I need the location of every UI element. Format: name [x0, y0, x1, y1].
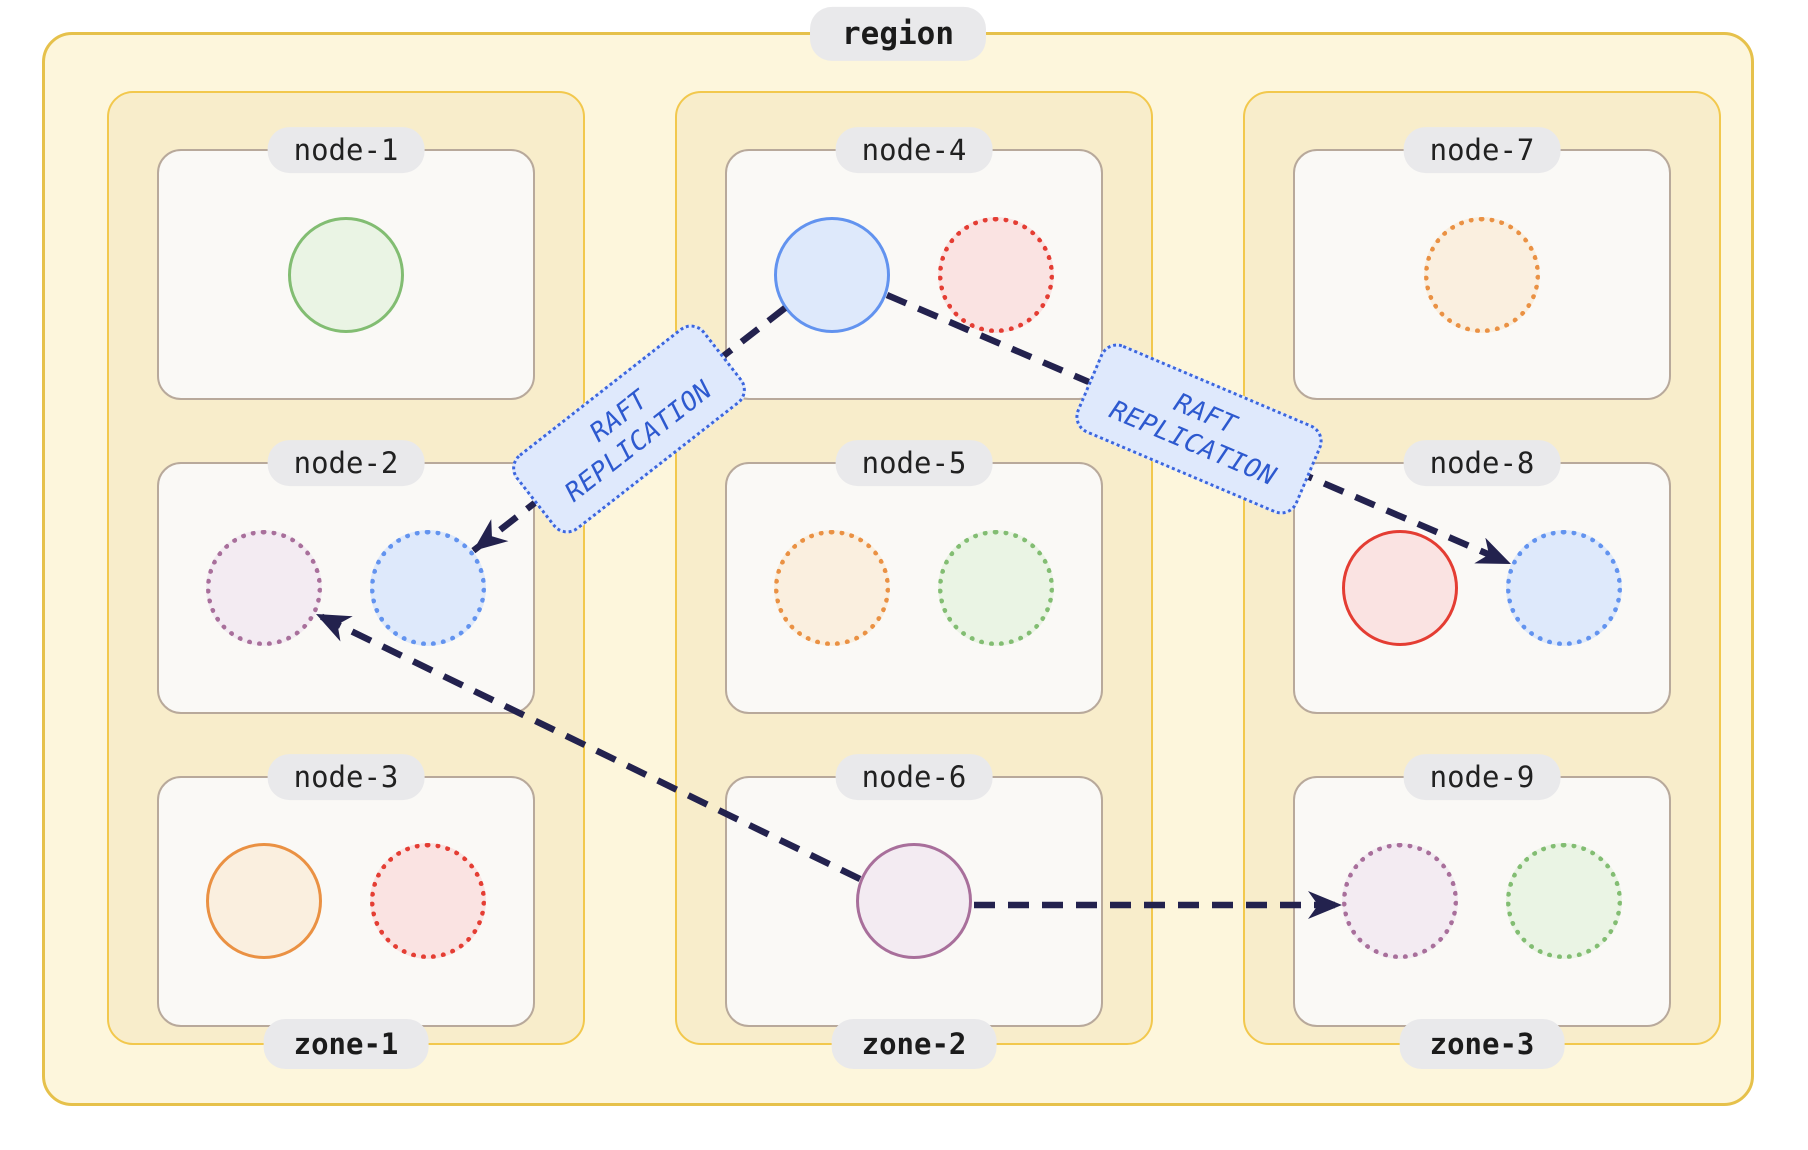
zone-2-nodes: node-4 node-5 node-6	[725, 127, 1103, 1027]
replica-circle	[206, 529, 322, 646]
replica-circle	[774, 529, 890, 646]
node-5-box: node-5	[725, 440, 1103, 714]
node-1-box: node-1	[157, 127, 535, 401]
node-2-label: node-2	[267, 440, 425, 487]
zone-2-box: node-4 node-5 node-6	[675, 91, 1153, 1069]
replica-circle	[1342, 843, 1458, 960]
node-1-replicas	[159, 151, 533, 398]
node-6-replicas	[727, 778, 1101, 1025]
zone-2-label: zone-2	[831, 1019, 997, 1069]
replica-circle	[1506, 529, 1622, 646]
node-6-label: node-6	[835, 753, 993, 800]
region-label: region	[810, 6, 986, 61]
node-5-replicas	[727, 464, 1101, 711]
replica-circle	[1506, 843, 1622, 960]
zone-3-label: zone-3	[1399, 1019, 1565, 1069]
replica-circle	[856, 843, 972, 960]
region-box: node-1 node-2 node-3	[42, 6, 1754, 1106]
node-2-box: node-2	[157, 440, 535, 714]
node-4-box: node-4	[725, 127, 1103, 401]
node-4-label: node-4	[835, 127, 993, 174]
replica-circle	[1424, 216, 1540, 333]
replica-circle	[938, 529, 1054, 646]
replica-circle	[370, 529, 486, 646]
node-8-label: node-8	[1403, 440, 1561, 487]
node-8-replicas	[1295, 464, 1669, 711]
zones-row: node-1 node-2 node-3	[107, 91, 1721, 1069]
replica-circle	[774, 216, 890, 333]
node-9-label: node-9	[1403, 753, 1561, 800]
zone-3-nodes: node-7 node-8 node-9	[1293, 127, 1671, 1027]
node-7-box: node-7	[1293, 127, 1671, 401]
node-3-label: node-3	[267, 753, 425, 800]
node-9-box: node-9	[1293, 753, 1671, 1027]
replica-circle	[288, 216, 404, 333]
node-7-label: node-7	[1403, 127, 1561, 174]
zone-1-label: zone-1	[263, 1019, 429, 1069]
replica-circle	[1342, 529, 1458, 646]
zone-1-nodes: node-1 node-2 node-3	[157, 127, 535, 1027]
node-2-replicas	[159, 464, 533, 711]
node-3-replicas	[159, 778, 533, 1025]
replica-circle	[370, 843, 486, 960]
node-3-box: node-3	[157, 753, 535, 1027]
zone-1-box: node-1 node-2 node-3	[107, 91, 585, 1069]
node-7-replicas	[1295, 151, 1669, 398]
node-5-label: node-5	[835, 440, 993, 487]
node-4-replicas	[727, 151, 1101, 398]
node-1-label: node-1	[267, 127, 425, 174]
node-9-replicas	[1295, 778, 1669, 1025]
replica-circle	[206, 843, 322, 960]
replica-circle	[938, 216, 1054, 333]
zone-3-box: node-7 node-8 node-9	[1243, 91, 1721, 1069]
node-8-box: node-8	[1293, 440, 1671, 714]
node-6-box: node-6	[725, 753, 1103, 1027]
